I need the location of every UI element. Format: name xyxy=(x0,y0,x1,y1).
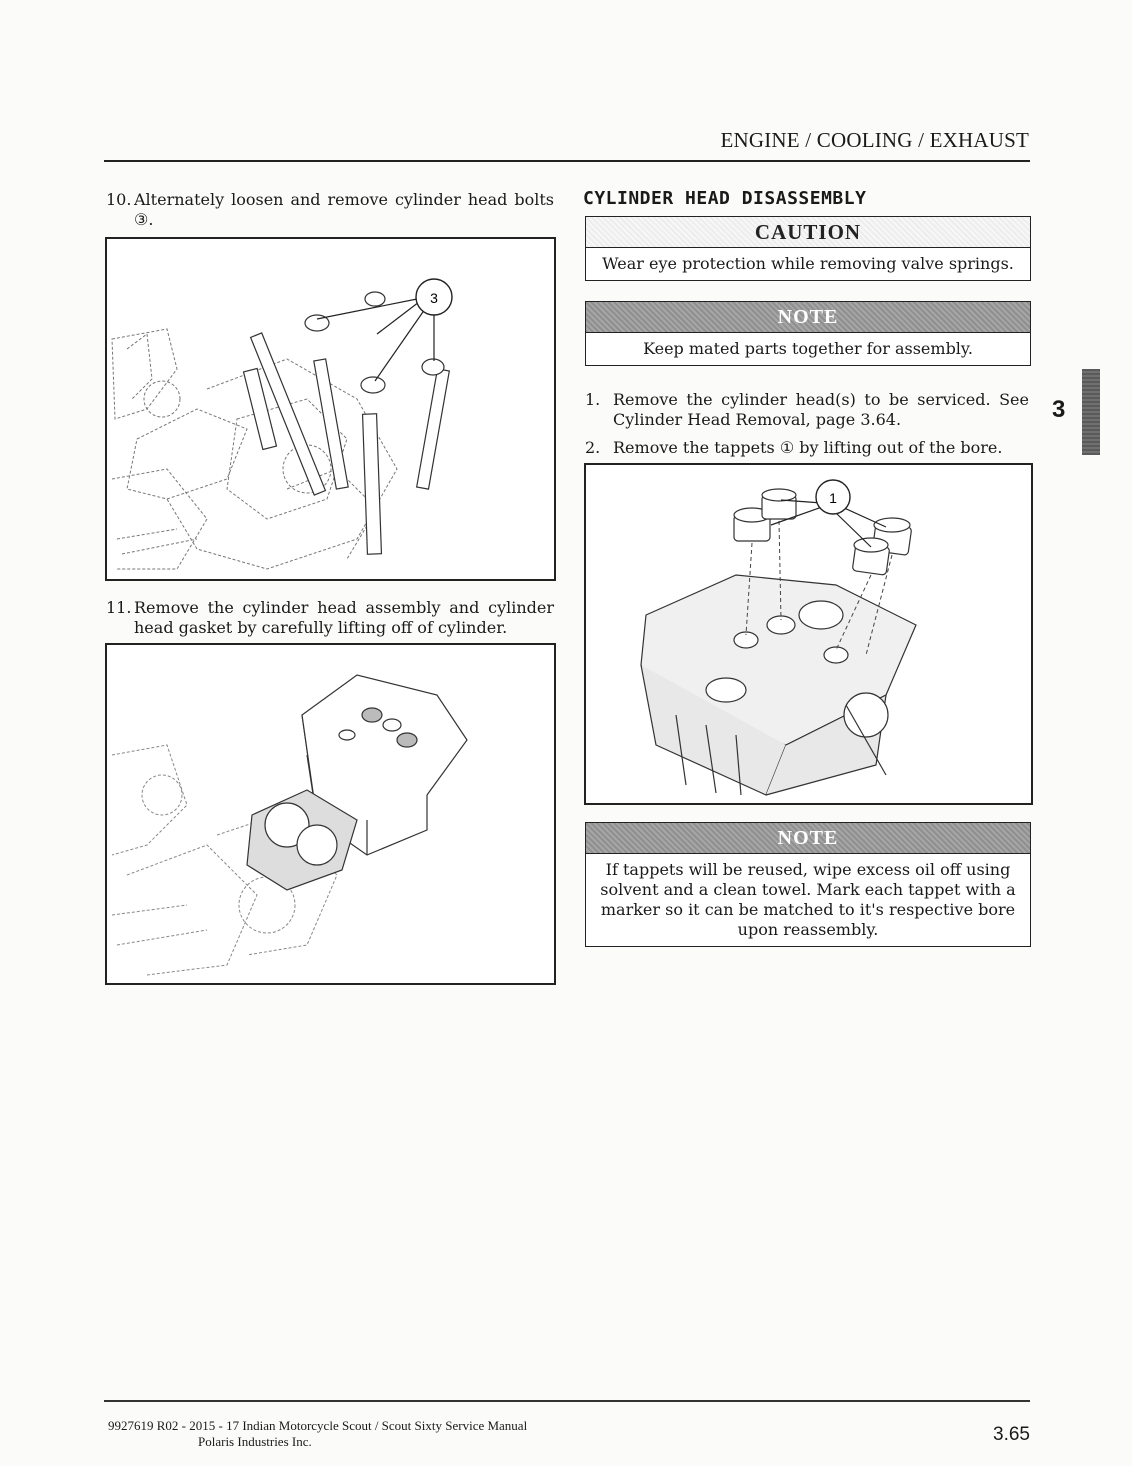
note-2-text: If tappets will be reused, wipe excess o… xyxy=(600,860,1016,939)
step-1-number: 1. xyxy=(585,390,601,409)
tappets-illustration: 1 xyxy=(640,479,917,796)
page-number: 3.65 xyxy=(993,1424,1030,1445)
figure-tappets: 1 xyxy=(584,463,1033,805)
figure-head-bolts: 3 xyxy=(105,237,556,581)
note-box-2: NOTE If tappets will be reused, wipe exc… xyxy=(585,822,1031,947)
note-2-heading: NOTE xyxy=(586,823,1030,854)
step-10-number: 10. xyxy=(106,190,132,209)
step-2-text: Remove the tappets ① by lifting out of t… xyxy=(613,438,1003,457)
section-title: CYLINDER HEAD DISASSEMBLY xyxy=(583,188,867,209)
step-2-number: 2. xyxy=(585,438,601,457)
step-1-text: Remove the cylinder head(s) to be servic… xyxy=(613,390,1029,429)
figure-head-gasket xyxy=(105,643,556,985)
caution-text: Wear eye protection while removing valve… xyxy=(602,254,1014,273)
step-1: 1. Remove the cylinder head(s) to be ser… xyxy=(585,390,1029,430)
figure3-callout: 1 xyxy=(829,490,837,506)
step-10-text: Alternately loosen and remove cylinder h… xyxy=(134,190,554,229)
footer-manual-info: 9927619 R02 - 2015 - 17 Indian Motorcycl… xyxy=(108,1418,527,1450)
footer-line-2: Polaris Industries Inc. xyxy=(198,1434,312,1449)
footer-line-1: 9927619 R02 - 2015 - 17 Indian Motorcycl… xyxy=(108,1418,528,1433)
step-11-text: Remove the cylinder head assembly and cy… xyxy=(134,598,554,637)
step-2: 2. Remove the tappets ① by lifting out o… xyxy=(585,438,1029,458)
note-1-text: Keep mated parts together for assembly. xyxy=(643,339,973,358)
page-header-section-title: ENGINE / COOLING / EXHAUST xyxy=(720,128,1029,152)
note-1-heading: NOTE xyxy=(586,302,1030,333)
step-10: 10. Alternately loosen and remove cylind… xyxy=(106,190,554,230)
footer-rule xyxy=(104,1400,1030,1402)
step-11-number: 11. xyxy=(106,598,132,617)
head-gasket-illustration xyxy=(111,674,468,976)
step-11: 11. Remove the cylinder head assembly an… xyxy=(106,598,554,638)
note-box-1: NOTE Keep mated parts together for assem… xyxy=(585,301,1031,366)
figure1-callout: 3 xyxy=(430,290,438,306)
caution-heading: CAUTION xyxy=(586,217,1030,248)
chapter-tab-bar xyxy=(1082,369,1100,455)
header-rule xyxy=(104,160,1030,162)
head-bolts-illustration: 3 xyxy=(111,278,453,570)
chapter-tab-number: 3 xyxy=(1052,396,1066,423)
caution-box: CAUTION Wear eye protection while removi… xyxy=(585,216,1031,281)
